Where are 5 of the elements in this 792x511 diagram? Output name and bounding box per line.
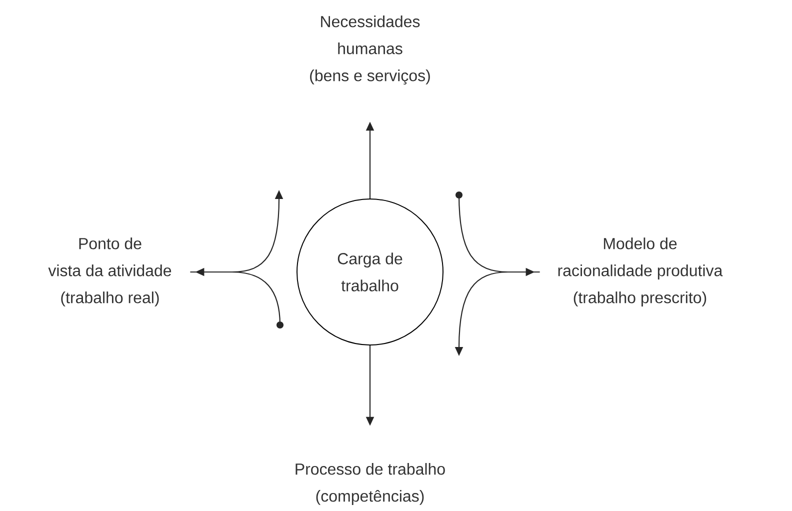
circle-node: Carga de trabalho — [296, 198, 444, 346]
label-text: Ponto de vista da atividade (trabalho real) — [48, 238, 172, 306]
label-text: Necessidades humanas (bens e serviços) — [310, 16, 430, 84]
label-text: Processo de trabalho (competências) — [296, 463, 445, 505]
label-text: Modelo de racionalidade produtiva (trabalho prescrito) — [558, 238, 723, 306]
